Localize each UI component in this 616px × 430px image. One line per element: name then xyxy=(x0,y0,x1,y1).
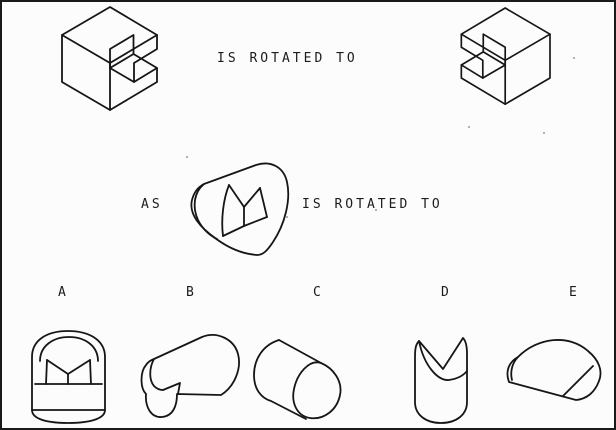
option-e-label: E xyxy=(569,285,577,300)
option-d-figure xyxy=(414,337,468,424)
original-shape-figure xyxy=(61,6,158,111)
scan-speckle xyxy=(468,126,470,128)
stem-rotated-to-top-text: IS ROTATED TO xyxy=(217,51,358,66)
rotated-shape-figure xyxy=(460,7,551,106)
stem-as-text: AS xyxy=(141,197,163,212)
option-c-figure xyxy=(253,339,342,420)
scan-speckle xyxy=(543,132,545,134)
option-b-figure xyxy=(140,334,240,418)
scan-speckle xyxy=(186,156,188,158)
reference-shape-figure xyxy=(190,162,290,256)
option-b-label: B xyxy=(186,285,194,300)
scan-speckle xyxy=(286,216,288,218)
option-a-figure xyxy=(31,330,106,424)
stem-rotated-to-bottom-text: IS ROTATED TO xyxy=(302,197,443,212)
option-d-label: D xyxy=(441,285,449,300)
option-a-label: A xyxy=(58,285,66,300)
option-e-figure xyxy=(506,339,602,401)
scan-speckle xyxy=(375,209,377,211)
option-c-label: C xyxy=(313,285,321,300)
scan-speckle xyxy=(573,57,575,59)
